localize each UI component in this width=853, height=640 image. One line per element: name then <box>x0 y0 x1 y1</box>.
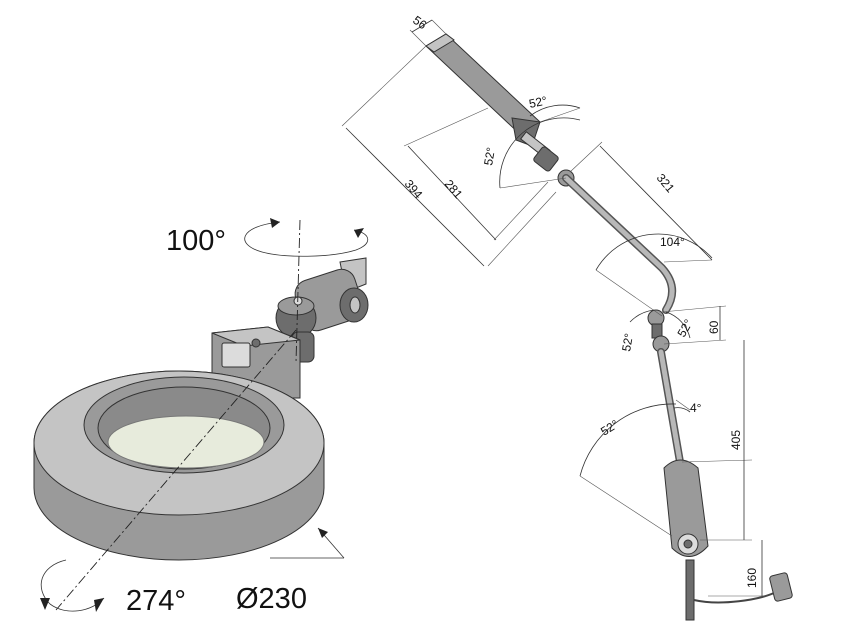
magnifier-view: 100° 274° Ø230 <box>33 218 369 617</box>
diameter-leader <box>270 527 345 559</box>
rotation-arrow-top <box>244 218 369 257</box>
rotation-label-top: 100° <box>166 225 226 257</box>
dim-label-52-head-outer: 52° <box>528 93 549 111</box>
lamp-head <box>425 33 541 147</box>
dim-label-4: 4° <box>690 401 702 415</box>
rotation-label-bottom: 274° <box>126 585 186 617</box>
dim-label-52-joint-right: 52° <box>674 317 695 340</box>
middle-joints <box>647 309 670 353</box>
dimension-lines <box>341 19 768 597</box>
lens-glass <box>107 415 265 469</box>
dim-label-52-head-inner: 52° <box>481 146 498 167</box>
dim-label-321: 321 <box>654 171 678 196</box>
dim-label-394: 394 <box>402 177 426 202</box>
arm-view: 56 394 281 321 52° 52° 104° 60 52° 52° 4… <box>341 13 793 621</box>
power-cable <box>693 572 793 604</box>
dim-label-56: 56 <box>410 13 429 32</box>
lower-arm <box>657 348 684 466</box>
base-housing <box>663 459 709 621</box>
dim-label-52-joint-left: 52° <box>619 332 636 352</box>
dim-label-405: 405 <box>729 430 743 450</box>
dim-label-60: 60 <box>707 320 721 334</box>
dim-label-160: 160 <box>745 568 759 588</box>
rotation-arrow-bottom <box>40 559 105 612</box>
dim-label-281: 281 <box>442 177 466 202</box>
diameter-label: Ø230 <box>236 583 307 615</box>
magnifier-ring <box>33 370 325 561</box>
upper-arm <box>562 174 676 314</box>
dim-label-104: 104° <box>660 235 685 249</box>
